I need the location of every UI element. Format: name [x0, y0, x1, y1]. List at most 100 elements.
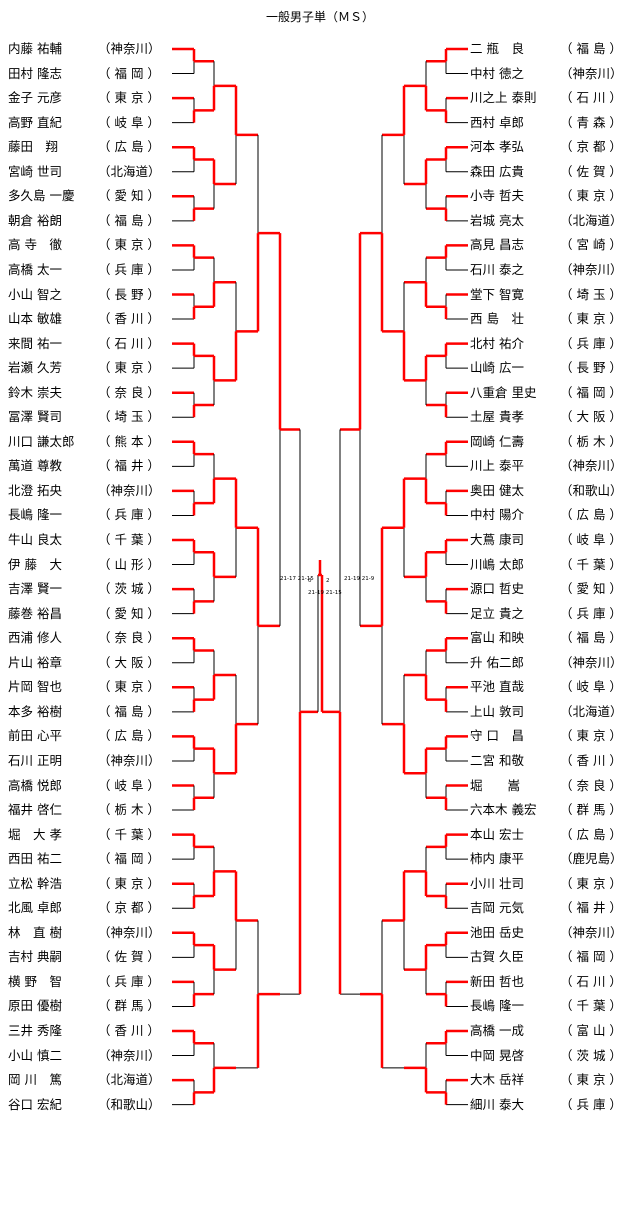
- player-name: 池田 岳史: [470, 924, 524, 940]
- left-player-entry: 北風 卓郎（ 京 都 ）: [8, 897, 173, 919]
- player-prefecture: （ 東 京 ）: [560, 188, 622, 204]
- player-prefecture: （ 兵 庫 ）: [560, 335, 622, 351]
- player-name: 前田 心平: [8, 728, 62, 744]
- player-prefecture: （ 京 都 ）: [560, 139, 622, 155]
- left-player-entry: 藤田 翔（ 広 島 ）: [8, 136, 173, 158]
- player-prefecture: （北海道）: [98, 163, 161, 179]
- player-prefecture: （神奈川）: [98, 41, 161, 56]
- player-name: 上山 敦司: [470, 703, 524, 719]
- player-prefecture: （ 長 野 ）: [98, 286, 160, 302]
- player-name: 萬道 尊教: [8, 458, 62, 474]
- final-left-games: 0: [308, 578, 312, 584]
- player-name: 川口 謙太郎: [8, 433, 75, 449]
- player-prefecture: （ 兵 庫 ）: [560, 605, 622, 621]
- player-name: 中岡 晃啓: [470, 1047, 524, 1063]
- right-player-entry: 足立 貴之（ 兵 庫 ）: [470, 603, 635, 625]
- player-prefecture: （ 千 葉 ）: [560, 556, 622, 572]
- player-prefecture: （ 佐 賀 ）: [98, 949, 160, 965]
- left-player-entry: 三井 秀隆（ 香 川 ）: [8, 1020, 173, 1042]
- right-player-entry: 池田 岳史 （神奈川）: [470, 922, 635, 944]
- player-name: 林 直 樹: [8, 924, 62, 940]
- player-name: 大木 岳祥: [470, 1072, 524, 1088]
- player-prefecture: （ 群 馬 ）: [98, 998, 160, 1014]
- player-name: 河本 孝弘: [470, 139, 524, 155]
- player-prefecture: （ 栃 木 ）: [560, 433, 622, 449]
- right-player-entry: 富山 和映（ 福 島 ）: [470, 627, 635, 649]
- left-player-entry: 高橋 悦郎（ 岐 阜 ）: [8, 775, 173, 797]
- player-prefecture: （ 石 川 ）: [98, 335, 160, 351]
- player-name: 土屋 貴孝: [470, 409, 524, 425]
- right-player-entry: 西村 卓郎（ 青 森 ）: [470, 112, 635, 134]
- player-name: 森田 広貴: [470, 163, 524, 179]
- player-prefecture: （ 福 島 ）: [98, 703, 160, 719]
- left-player-entry: 岡 川 篤（北海道）: [8, 1069, 173, 1091]
- player-name: 高橋 一成: [470, 1023, 524, 1038]
- player-prefecture: （ 東 京 ）: [560, 311, 622, 327]
- player-prefecture: （ 東 京 ）: [98, 360, 160, 376]
- page-title: 一般男子単（ＭＳ）: [265, 10, 374, 24]
- player-name: 新田 哲也: [470, 973, 524, 989]
- player-name: 長嶋 隆一: [8, 507, 62, 523]
- player-prefecture: （ 東 京 ）: [98, 875, 160, 891]
- player-prefecture: （ 福 岡 ）: [98, 65, 160, 81]
- right-player-entry: 上山 敦司（北海道）: [470, 701, 635, 723]
- player-name: 二宮 和敬: [470, 752, 524, 768]
- player-prefecture: （神奈川）: [560, 65, 623, 81]
- player-name: 小寺 哲夫: [470, 188, 524, 204]
- player-name: 二 瓶 良: [470, 41, 524, 56]
- player-prefecture: （神奈川）: [98, 482, 161, 498]
- player-prefecture: （ 岐 阜 ）: [560, 532, 622, 547]
- left-player-entry: 内藤 祐輔（神奈川）: [8, 38, 173, 60]
- player-prefecture: （ 広 島 ）: [560, 507, 622, 523]
- left-player-entry: 伊 藤 大（ 山 形 ）: [8, 554, 173, 576]
- left-player-entry: 高 寺 徹 （ 東 京 ）: [8, 234, 173, 256]
- player-name: 山崎 広一: [470, 360, 524, 376]
- left-player-entry: 原田 優樹（ 群 馬 ）: [8, 995, 173, 1017]
- player-prefecture: （ 埼 玉 ）: [560, 286, 622, 302]
- semifinal-left-scores: 21-17 21-15: [280, 576, 314, 582]
- player-name: 吉岡 元気: [470, 900, 524, 916]
- right-player-entry: 森田 広貴（ 佐 賀 ）: [470, 161, 635, 183]
- player-name: 小山 慎二: [8, 1047, 62, 1063]
- player-name: 谷口 宏紀: [8, 1096, 62, 1112]
- player-prefecture: （ 福 岡 ）: [98, 851, 160, 867]
- player-name: 藤巻 裕昌: [8, 605, 62, 621]
- player-name: 高 寺 徹: [8, 237, 62, 253]
- right-player-entry: 川上 泰平（神奈川）: [470, 455, 635, 477]
- player-prefecture: （ 愛 知 ）: [560, 581, 622, 597]
- right-player-entry: 柿内 康平（鹿児島）: [470, 848, 635, 870]
- right-player-entry: 岡崎 仁壽（ 栃 木 ）: [470, 431, 635, 453]
- left-player-entry: 小山 慎二（神奈川）: [8, 1045, 173, 1067]
- right-player-entry: 中村 徳之（神奈川）: [470, 63, 635, 85]
- player-name: 八重倉 里史: [470, 384, 537, 400]
- right-player-entry: 高見 昌志（ 宮 崎 ）: [470, 234, 635, 256]
- final-scores: 21-19 21-15: [308, 590, 342, 596]
- left-player-entry: 北澄 拓央（神奈川）: [8, 480, 173, 502]
- player-name: 宮崎 世司: [8, 163, 62, 179]
- left-player-entry: 高橋 太一（ 兵 庫 ）: [8, 259, 173, 281]
- player-prefecture: （ 群 馬 ）: [560, 802, 622, 818]
- player-prefecture: （神奈川）: [560, 924, 623, 940]
- right-player-entry: 奥田 健太（和歌山）: [470, 480, 635, 502]
- player-prefecture: （ 東 京 ）: [98, 237, 160, 253]
- right-player-entry: 川之上 泰則（ 石 川 ）: [470, 87, 635, 109]
- right-player-entry: 河本 孝弘 （ 京 都 ）: [470, 136, 635, 158]
- player-name: 柿内 康平: [470, 851, 524, 867]
- right-player-entry: 新田 哲也（ 石 川 ）: [470, 971, 635, 993]
- left-player-entry: 萬道 尊教（ 福 井 ）: [8, 455, 173, 477]
- right-player-entry: 中村 陽介（ 広 島 ）: [470, 504, 635, 526]
- player-prefecture: （ 広 島 ）: [98, 139, 160, 155]
- left-player-entry: 牛山 良太（ 千 葉 ）: [8, 529, 173, 551]
- left-player-entry: 藤巻 裕昌（ 愛 知 ）: [8, 603, 173, 625]
- left-player-entry: 冨澤 賢司（ 埼 玉 ）: [8, 406, 173, 428]
- player-prefecture: （ 茨 城 ）: [560, 1047, 622, 1063]
- right-player-entry: 六本木 義宏（ 群 馬 ）: [470, 799, 635, 821]
- player-prefecture: （神奈川）: [98, 752, 161, 768]
- player-prefecture: （ 兵 庫 ）: [98, 261, 160, 277]
- player-prefecture: （ 奈 良 ）: [98, 384, 160, 400]
- right-player-entry: 小川 壮司（ 東 京 ）: [470, 873, 635, 895]
- player-name: 岡 川 篤: [8, 1072, 62, 1088]
- player-name: 石川 泰之: [470, 261, 524, 277]
- left-player-entry: 宮崎 世司 （北海道）: [8, 161, 173, 183]
